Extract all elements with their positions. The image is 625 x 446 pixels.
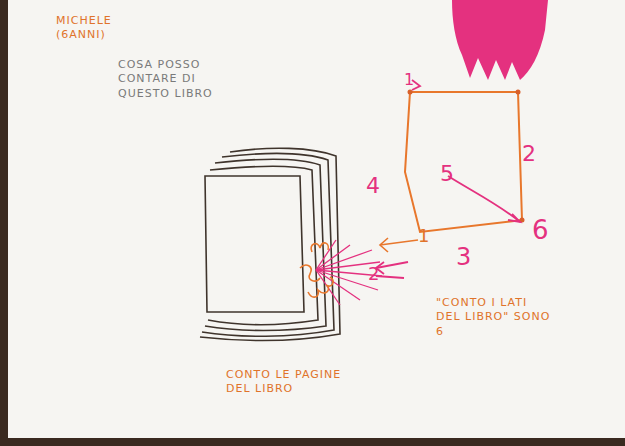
corner-dots bbox=[408, 90, 525, 223]
caption-note: CONTO LE PAGINE DEL LIBRO bbox=[226, 368, 356, 397]
callout-number: 1 bbox=[418, 224, 438, 247]
page-squiggles bbox=[300, 243, 333, 297]
pink-scribble bbox=[452, 0, 548, 80]
callout-number: 2 bbox=[368, 262, 388, 285]
book-sketch bbox=[200, 148, 340, 340]
book-outline bbox=[405, 92, 522, 232]
side-arrows bbox=[376, 80, 520, 278]
paper-sheet bbox=[8, 0, 625, 438]
callout-number: 3 bbox=[456, 242, 482, 273]
callout-number: 2 bbox=[522, 140, 546, 169]
question-note: COSA POSSO CONTARE DI QUESTO LIBRO bbox=[118, 58, 218, 101]
caption-note: "CONTO I LATI DEL LIBRO" SONO 6 bbox=[436, 296, 556, 339]
orange-arrow bbox=[380, 238, 418, 252]
author-note: MICHELE (6ANNI) bbox=[56, 14, 126, 43]
callout-number: 5 bbox=[440, 160, 464, 189]
callout-number: 6 bbox=[532, 214, 558, 248]
callout-number: 1 bbox=[404, 70, 424, 91]
callout-number: 4 bbox=[366, 172, 390, 201]
